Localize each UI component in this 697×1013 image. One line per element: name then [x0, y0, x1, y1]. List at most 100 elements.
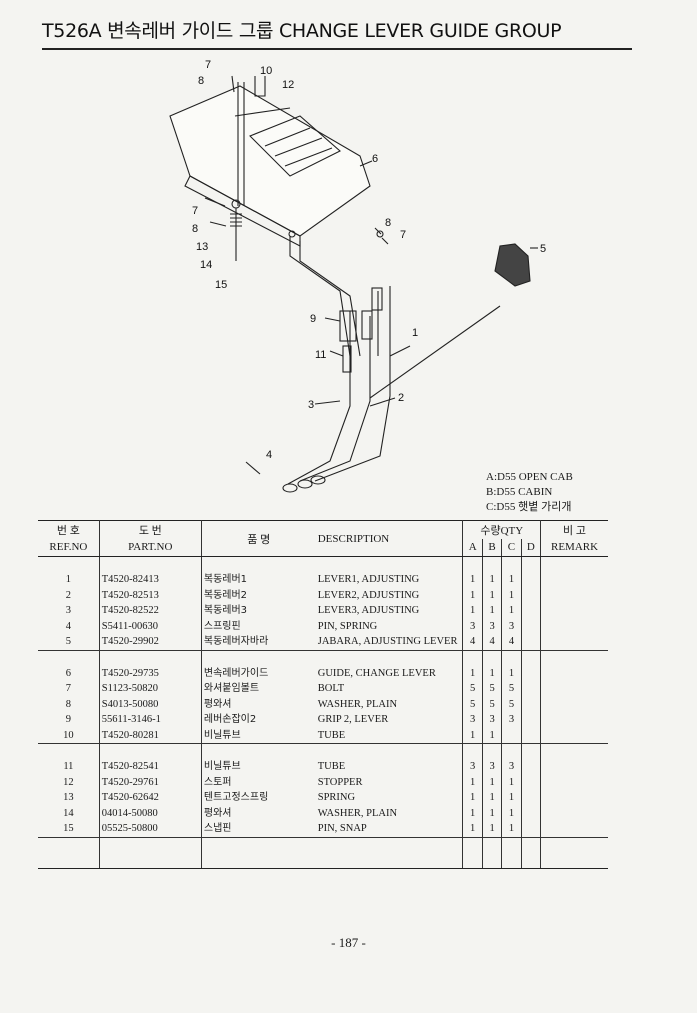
remark-cell	[541, 634, 608, 650]
part-no-cell: S4013-50080	[99, 696, 202, 712]
ref-no-cell: 15	[38, 821, 100, 837]
part-no-cell: 05525-50800	[99, 821, 202, 837]
qty-b-cell: 1	[482, 790, 503, 806]
header-qty-d: D	[521, 538, 542, 557]
header-row-english: REF.NO PART.NO A B C D REMARK	[38, 538, 608, 557]
qty-b-cell: 5	[482, 696, 503, 712]
qty-c-cell: 1	[501, 572, 522, 588]
callout-4: 4	[266, 449, 272, 461]
spacer-cell	[462, 649, 483, 666]
part-no-cell: 55611-3146-1	[99, 712, 202, 728]
description-cell: TUBE	[315, 727, 464, 744]
qty-d-cell	[521, 712, 542, 728]
qty-c-cell: 5	[501, 681, 522, 697]
remark-cell	[541, 728, 608, 744]
qty-b-cell: 3	[482, 712, 503, 728]
ref-no-cell: 12	[38, 774, 100, 790]
remark-cell	[541, 666, 608, 682]
qty-d-cell	[521, 665, 542, 681]
qty-c-cell: 3	[501, 712, 522, 728]
remark-cell	[541, 619, 608, 635]
callout-9: 9	[310, 313, 316, 325]
qty-d-cell	[521, 821, 542, 837]
qty-c-cell	[501, 727, 522, 744]
spacer-cell	[201, 852, 316, 869]
qty-b-cell: 4	[482, 634, 503, 650]
spacer-cell	[521, 852, 542, 869]
qty-a-cell: 1	[462, 603, 483, 619]
qty-c-cell: 4	[501, 634, 522, 650]
ref-no-cell: 2	[38, 587, 100, 603]
spacer-cell	[482, 649, 503, 666]
qty-d-cell	[521, 634, 542, 650]
legend-b: B:D55 CABIN	[486, 486, 553, 498]
qty-c-cell: 1	[501, 790, 522, 806]
qty-c-cell: 1	[501, 805, 522, 821]
exploded-parts-diagram: 7 8 10 12 6 7 8 13 14 15 8 7 5 9 1 11 3 …	[60, 56, 620, 496]
page-header: T526A 변속레버 가이드 그룹 CHANGE LEVER GUIDE GRO…	[42, 14, 632, 50]
qty-d-cell	[521, 603, 542, 619]
diagram-svg: 7 8 10 12 6 7 8 13 14 15 8 7 5 9 1 11 3 …	[169, 59, 546, 493]
remark-cell	[541, 681, 608, 697]
spacer-cell	[540, 852, 608, 869]
name-korean-cell: 평와셔	[203, 698, 232, 710]
qty-b-cell: 1	[482, 603, 503, 619]
description-cell: WASHER, PLAIN	[315, 696, 464, 712]
callout-8b: 8	[192, 223, 198, 235]
callout-14: 14	[200, 259, 212, 271]
callout-7: 7	[205, 59, 211, 71]
parts-table: 번 호 도 번 품 명 DESCRIPTION 수량QTY 비 고 REF.NO…	[38, 520, 608, 869]
remark-cell	[541, 603, 608, 619]
name-korean-cell: 비닐튜브	[203, 761, 241, 772]
table-spacer	[38, 836, 608, 853]
spacer-cell	[315, 852, 464, 869]
callout-15: 15	[215, 279, 227, 291]
qty-b-cell: 1	[482, 821, 503, 837]
callout-3: 3	[308, 399, 314, 411]
spacer-cell	[201, 836, 316, 853]
remark-cell	[541, 790, 608, 806]
name-korean-cell: 와셔붙임볼트	[203, 683, 260, 694]
ref-no-cell: 5	[38, 634, 100, 650]
remark-cell	[541, 759, 608, 775]
header-ref-en: REF.NO	[38, 538, 100, 557]
qty-a-cell: 3	[462, 712, 483, 728]
spacer-cell	[99, 852, 202, 869]
description-cell: PIN, SNAP	[315, 821, 464, 837]
qty-a-cell: 3	[462, 759, 483, 775]
spacer-cell	[462, 852, 483, 869]
qty-c-cell: 1	[501, 603, 522, 619]
ref-no-cell: 11	[38, 759, 100, 775]
header-qty-b: B	[482, 538, 503, 557]
spacer-cell	[99, 556, 202, 572]
name-korean-cell: 텐트고정스프링	[203, 792, 269, 803]
name-korean-cell: 복동레버1	[203, 574, 248, 585]
description-cell: WASHER, PLAIN	[315, 805, 464, 821]
part-no-cell: T4520-82513	[99, 587, 202, 603]
qty-b-cell: 1	[482, 774, 503, 790]
header-name-ko: 품 명	[201, 520, 316, 557]
qty-c-cell: 1	[501, 774, 522, 790]
qty-d-cell	[521, 681, 542, 697]
header-description: DESCRIPTION	[315, 520, 464, 557]
header-remark-ko: 비 고	[540, 520, 608, 539]
spacer-cell	[38, 743, 100, 759]
part-no-cell: S5411-00630	[99, 618, 202, 634]
spacer-cell	[315, 836, 464, 853]
name-korean-cell: 복동레버2	[203, 589, 248, 601]
name-korean-cell: 평와셔	[203, 807, 232, 819]
spacer-cell	[462, 836, 483, 853]
qty-c-cell: 3	[501, 759, 522, 775]
part-no-cell: 04014-50080	[99, 805, 202, 821]
qty-c-cell: 1	[501, 587, 522, 603]
qty-a-cell: 5	[462, 696, 483, 712]
spacer-cell	[201, 743, 316, 759]
part-no-cell: T4520-62642	[99, 790, 202, 806]
